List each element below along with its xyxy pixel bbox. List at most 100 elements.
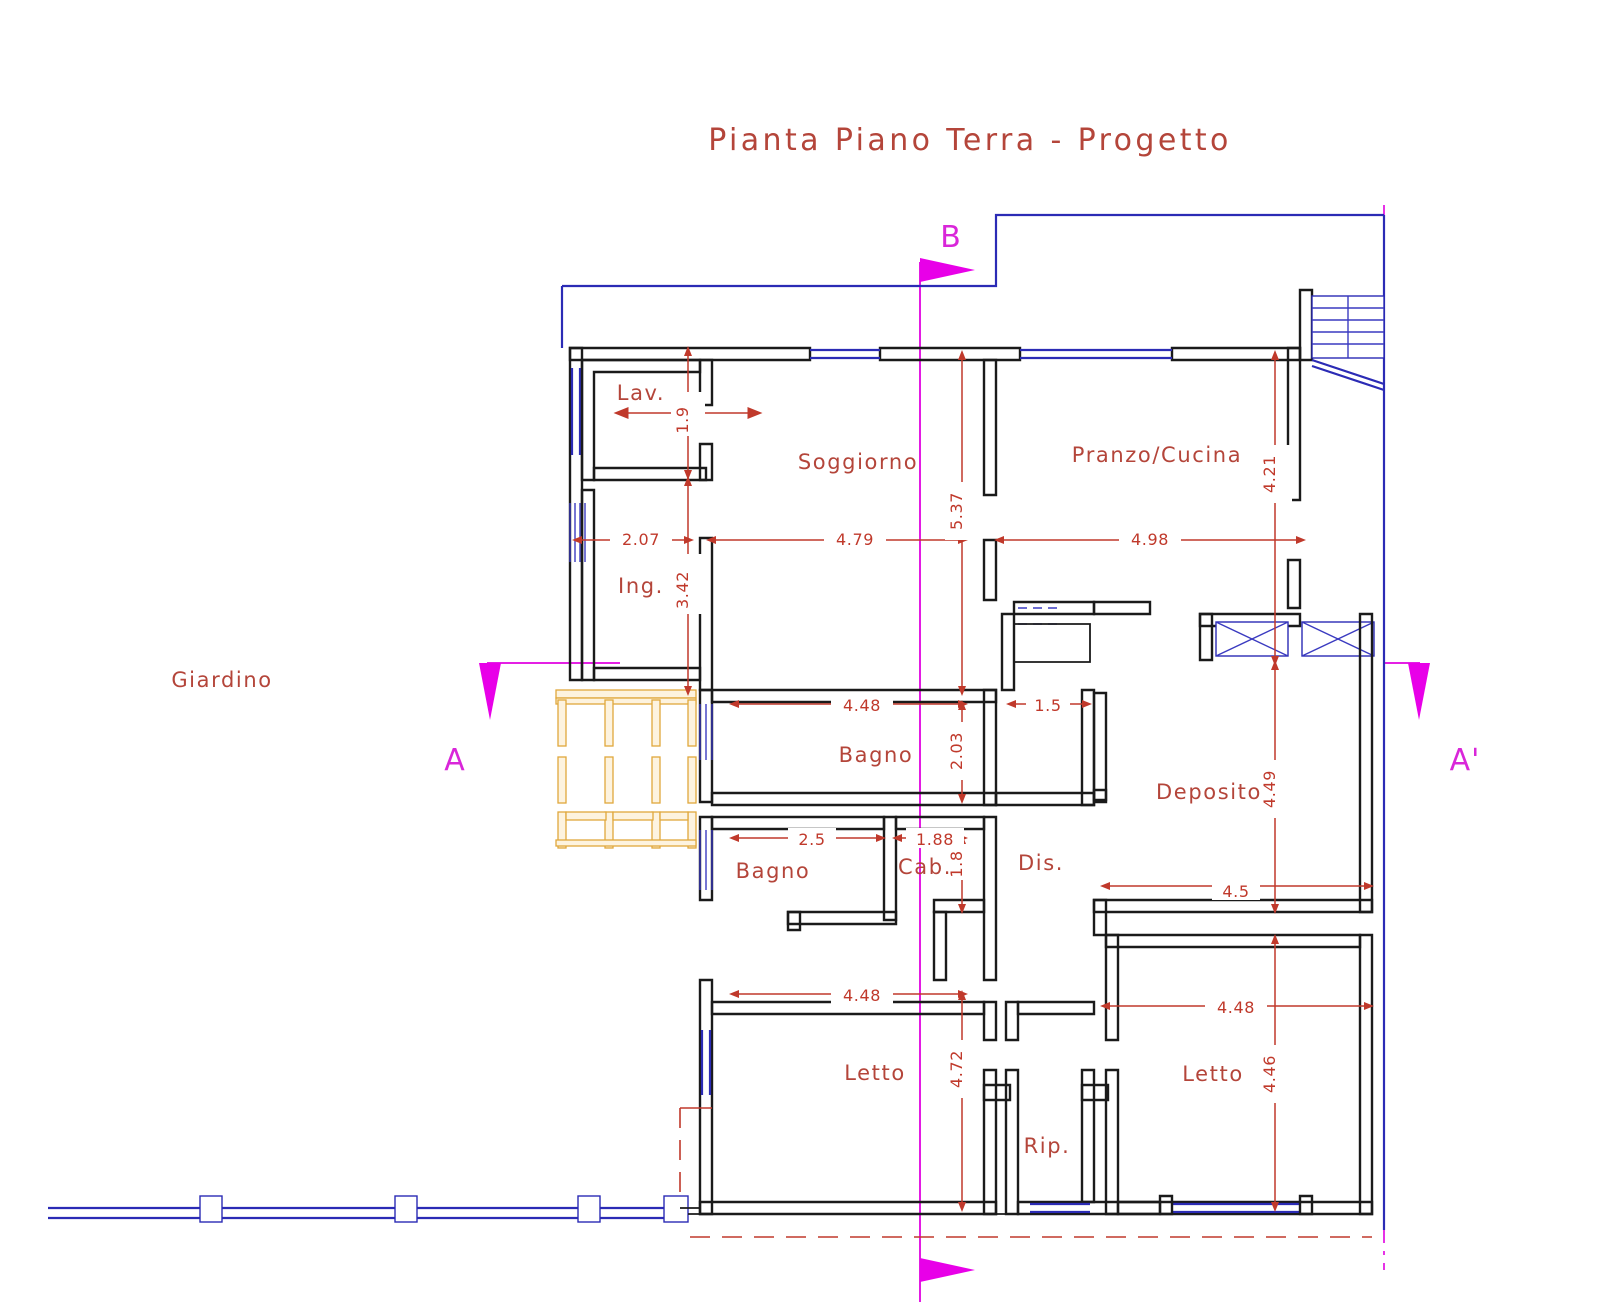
dim-cab-width: 1.88 <box>916 830 954 849</box>
door-bagno-west <box>699 704 713 760</box>
dimarrow-45-l <box>1100 882 1110 890</box>
letto2-north-wall <box>1104 933 1362 949</box>
pergola-slats <box>557 699 697 849</box>
dimarrow-ing-top <box>684 476 692 486</box>
label-bagno-primo: Bagno <box>839 743 914 767</box>
dim-letto1-width: 4.48 <box>843 986 881 1005</box>
letto1-door-jamb <box>982 1083 1012 1102</box>
stair-wall <box>1298 288 1314 362</box>
dimarrow-472-b <box>958 1202 966 1212</box>
ing-wall-south <box>592 666 702 682</box>
label-giardino: Giardino <box>171 668 272 692</box>
letto1-east-wall-stub <box>982 1000 998 1042</box>
bagno2-south-wall <box>786 910 898 926</box>
dimarrow-479-l <box>706 536 716 544</box>
dim-bagno2-width: 2.5 <box>798 830 825 849</box>
page-title: Pianta Piano Terra - Progetto <box>708 123 1232 158</box>
dim-ing-width: 2.07 <box>622 530 660 549</box>
window-x-right <box>1301 621 1375 657</box>
dim-bagno1-width: 4.48 <box>843 696 881 715</box>
section-marker-a: A <box>444 743 466 778</box>
dimarrow-498-l <box>994 536 1004 544</box>
building-envelope-blue <box>560 213 1386 1230</box>
deposito-south-jamb <box>1092 898 1108 937</box>
dimarrow-472-t <box>958 990 966 1000</box>
dim-corridoio-width: 1.5 <box>1034 696 1061 715</box>
section-arrows <box>479 258 1430 1282</box>
letto1-west-wall <box>698 978 714 1216</box>
lav-ing-door-jamb <box>698 442 714 482</box>
label-deposito: Deposito <box>1156 780 1262 804</box>
label-ingresso: Ing. <box>618 574 664 598</box>
bagno2-cab-divider <box>882 815 898 922</box>
window-rip-south <box>1030 1202 1090 1214</box>
label-bagno-secondo: Bagno <box>736 859 811 883</box>
cucina-south-partition-2 <box>1012 600 1096 616</box>
section-arrow-a-prime <box>1408 663 1430 720</box>
window-soggiorno-north <box>810 348 880 360</box>
deposito-east-wall <box>1358 612 1374 914</box>
dimarrow-188-l <box>892 834 902 842</box>
dim-cab-height: 1.8 <box>947 850 966 877</box>
bagno2-north-wall <box>710 815 886 831</box>
rip-east-wall <box>1080 1068 1096 1204</box>
dimarrow-203-b <box>958 794 966 804</box>
section-marker-b: B <box>940 220 962 255</box>
dim-cucina-height: 4.21 <box>1260 455 1279 493</box>
door-bagno2-west <box>699 830 713 890</box>
dim-lav-height: 1.9 <box>673 406 692 433</box>
staircase <box>1298 288 1385 392</box>
dim-letto2-width: 4.48 <box>1217 998 1255 1017</box>
window-x-left <box>1215 621 1289 657</box>
dimarrow-lav-top <box>684 346 692 356</box>
letto2-south-jamb-left <box>1158 1194 1174 1216</box>
dimarrow-15-r <box>1082 700 1092 708</box>
letto2-west-wall-upper <box>1104 933 1120 1042</box>
dim-deposito-height: 4.49 <box>1260 770 1279 808</box>
letto1-east-wall <box>982 1068 998 1216</box>
section-arrow-b-prime <box>920 1258 975 1282</box>
dimarrow-448b-l <box>729 700 739 708</box>
room-labels: Giardino Lav. Ing. Soggiorno Pranzo/Cuci… <box>171 381 1262 1158</box>
lav-wall-east-stub <box>698 358 714 407</box>
dimarrow-25-r <box>876 834 886 842</box>
dis-stub-wall <box>994 791 1096 807</box>
label-pranzo-cucina: Pranzo/Cucina <box>1072 443 1242 467</box>
letto1-south-wall <box>698 1200 998 1216</box>
fence-post-4 <box>663 1195 689 1223</box>
letto2-south-jamb-right <box>1298 1194 1314 1216</box>
bagno2-south-jamb <box>786 910 802 932</box>
dimarrow-449-t <box>1271 660 1279 670</box>
counter-outline <box>1014 623 1091 663</box>
dim-letto1-height: 4.72 <box>947 1050 966 1088</box>
ing-wall-west-inner <box>580 488 596 682</box>
bagno-east-wall <box>982 688 998 807</box>
walls-upper <box>568 346 1302 692</box>
cucina-side-wall <box>1000 612 1016 692</box>
dim-cucina-width: 4.98 <box>1131 530 1169 549</box>
dimarrow-448l-l <box>729 990 739 998</box>
dimarrow-446-t <box>1271 934 1279 944</box>
pergola-terrace <box>555 689 697 849</box>
cucina-wall-east-lower <box>1286 558 1302 610</box>
cucina-south-partition <box>1092 600 1152 616</box>
dimarrow-421-t <box>1271 350 1279 360</box>
label-soggiorno: Soggiorno <box>798 450 918 474</box>
dis-west-wall <box>982 815 998 982</box>
deposito-south-wall <box>1092 898 1374 914</box>
dimarrow-45-r <box>1364 882 1374 890</box>
dimarrow-537-t <box>958 350 966 360</box>
dim-bagno1-height: 2.03 <box>947 732 966 770</box>
dimarrow-ing-bot <box>684 686 692 696</box>
label-ripostiglio: Rip. <box>1024 1134 1071 1158</box>
dimension-lines <box>572 346 1374 1212</box>
rip-door-jamb <box>1080 1083 1110 1102</box>
dimarrow-449-b <box>1271 904 1279 914</box>
stair-break-line-2 <box>1311 364 1385 392</box>
roof-outline-top <box>562 213 1384 288</box>
dim-deposito-width: 4.5 <box>1222 882 1249 901</box>
north-wall-right-segment <box>1170 346 1302 362</box>
dimarrow-207-r <box>684 536 694 544</box>
